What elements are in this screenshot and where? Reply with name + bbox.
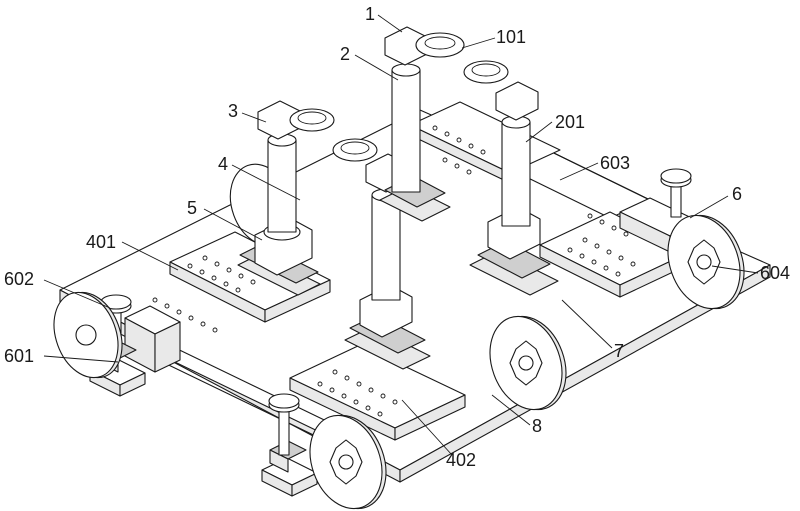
label-2: 2 [340, 44, 350, 64]
label-5: 5 [187, 198, 197, 218]
wheel-front [309, 414, 387, 510]
label-1: 1 [365, 4, 375, 24]
bearing-block-left [124, 305, 181, 373]
label-4: 4 [218, 154, 228, 174]
column-right [463, 60, 559, 296]
wheel-right [667, 214, 745, 310]
label-402: 402 [446, 450, 476, 470]
label-602: 602 [4, 269, 34, 289]
column-center [379, 26, 465, 222]
label-604: 604 [760, 263, 790, 283]
label-6: 6 [732, 184, 742, 204]
plate-402 [289, 344, 466, 441]
label-601: 601 [4, 346, 34, 366]
column-left [237, 100, 335, 296]
label-7: 7 [614, 341, 624, 361]
leader-lines [43, 14, 759, 456]
wheel-left [53, 291, 123, 379]
clamp-front [261, 393, 318, 497]
column-front [332, 138, 431, 370]
label-401: 401 [86, 232, 116, 252]
reference-labels: 1 101 2 201 3 4 5 401 602 601 603 6 604 … [4, 4, 790, 470]
label-8: 8 [532, 416, 542, 436]
label-101: 101 [496, 27, 526, 47]
hole-rows [152, 125, 636, 417]
wheel-middle [489, 315, 567, 411]
label-3: 3 [228, 101, 238, 121]
label-201: 201 [555, 112, 585, 132]
label-603: 603 [600, 153, 630, 173]
